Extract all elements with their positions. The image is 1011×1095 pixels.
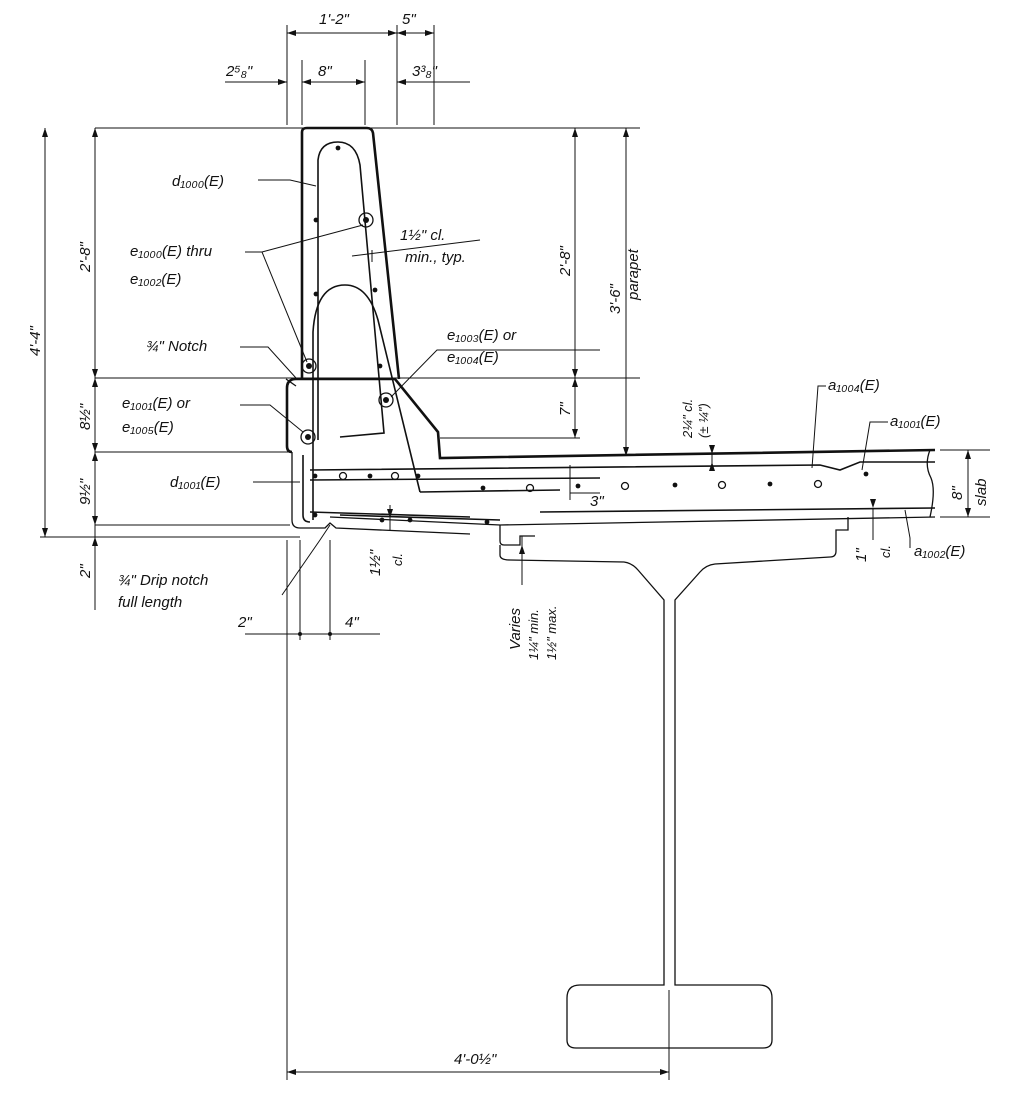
concrete-outline (285, 126, 936, 1049)
dim-2-8-right: 2'-8" (557, 245, 574, 277)
dim-1-half-bottom: 1½" (367, 549, 384, 576)
dim-8: 8" (318, 63, 332, 80)
varies-min: 1¼" min. (526, 609, 541, 660)
reinforcement (300, 141, 936, 525)
parapet-label: parapet (625, 248, 642, 301)
label-a1002: a₁₀₀₂(E) (914, 543, 965, 560)
dim-8-half: 8½" (77, 403, 94, 430)
label-a1004: a₁₀₀₄(E) (828, 377, 880, 394)
dimension-lines (40, 25, 990, 1080)
label-e1000-2: e₁₀₀₂(E) (130, 271, 181, 288)
dim-2-8-left: 2'-8" (77, 241, 94, 273)
dim-2-left: 2" (77, 564, 94, 579)
label-e1001-2: e₁₀₀₅(E) (122, 419, 174, 436)
dim-cl-1: cl. (878, 545, 893, 558)
dim-2-5-8: 2⁵₈" (225, 63, 253, 80)
label-drip-2: full length (118, 594, 182, 611)
cover-min-2: min., typ. (405, 249, 466, 266)
label-notch: ¾" Notch (146, 338, 207, 355)
label-a1001: a₁₀₀₁(E) (890, 413, 940, 430)
dim-1-2: 1'-2" (319, 11, 350, 28)
slab-label: slab (973, 478, 990, 506)
bar-labels: d₁₀₀₀(E) e₁₀₀₀(E) thru e₁₀₀₂(E) ¾" Notch… (118, 173, 965, 611)
dim-slab-8: 8" (949, 486, 966, 500)
dim-2-bottom: 2" (237, 614, 252, 631)
dim-3-3-8: 3³₈" (412, 63, 438, 80)
label-e1003-1: e₁₀₀₃(E) or (447, 327, 517, 344)
label-d1000: d₁₀₀₀(E) (172, 173, 224, 190)
dim-3-6: 3'-6" (607, 283, 624, 314)
label-drip-1: ¾" Drip notch (118, 572, 208, 589)
cover-tolerance: (± ¼") (696, 403, 711, 438)
dim-9-half: 9½" (77, 478, 94, 505)
label-e1003-2: e₁₀₀₄(E) (447, 349, 499, 366)
dim-4-4: 4'-4" (27, 325, 44, 356)
leader-lines (240, 179, 911, 596)
label-e1001-1: e₁₀₀₁(E) or (122, 395, 191, 412)
dim-1: 1" (853, 548, 870, 562)
varies-max: 1½" max. (544, 606, 559, 660)
dim-4-0-half: 4'-0½" (454, 1051, 497, 1068)
dim-5: 5" (402, 11, 416, 28)
dimension-texts: 1'-2" 5" 2⁵₈" 8" 3³₈" 4'-4" 2'-8" 8½" 9½… (27, 11, 990, 1068)
dim-cl-2: cl. (390, 553, 405, 566)
dim-7: 7" (557, 402, 574, 416)
label-e1000-1: e₁₀₀₀(E) thru (130, 243, 213, 260)
label-d1001: d₁₀₀₁(E) (170, 474, 220, 491)
dim-4-bottom: 4" (345, 614, 359, 631)
cover-2-1-4: 2¼" cl. (680, 399, 695, 439)
dim-3: 3" (590, 493, 604, 510)
cover-min-1: 1½" cl. (400, 227, 445, 244)
varies-label: Varies (507, 608, 524, 650)
